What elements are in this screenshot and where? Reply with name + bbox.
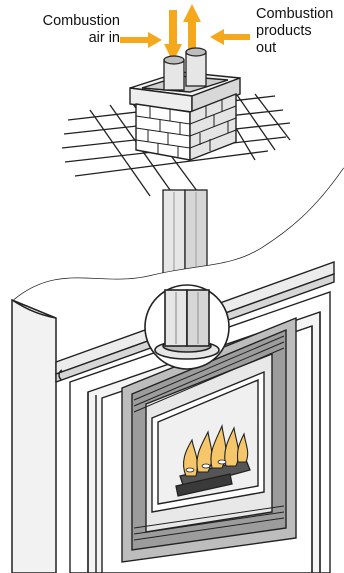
- arrow-up-icon: [183, 4, 201, 56]
- vent-pipe-vertical: [162, 189, 208, 279]
- fire-logs: [175, 459, 251, 497]
- arrow-down-icon: [164, 10, 182, 62]
- pipe-collar-cutaway: [144, 284, 230, 370]
- air-in-label: Combustion air in: [28, 13, 120, 47]
- chimney-bricks: [135, 100, 237, 157]
- products-out-label-line-1: Combustion: [256, 6, 334, 22]
- left-wall-panel: [11, 298, 57, 573]
- products-out-label-line-3: out: [256, 40, 277, 56]
- products-out-label-line-2: products: [256, 23, 312, 39]
- air-in-label-line-1: Combustion: [42, 13, 120, 29]
- arrow-right-icon: [120, 32, 162, 48]
- louvers: [133, 335, 285, 541]
- ember-group: [185, 459, 227, 473]
- products-out-label: Combustion products out: [256, 6, 333, 57]
- air-in-label-line-2: air in: [88, 30, 120, 46]
- vent-pipes-top: [163, 47, 207, 91]
- arrow-group: [120, 4, 250, 62]
- arrow-left-icon: [210, 29, 250, 45]
- flame-icon: [183, 423, 249, 477]
